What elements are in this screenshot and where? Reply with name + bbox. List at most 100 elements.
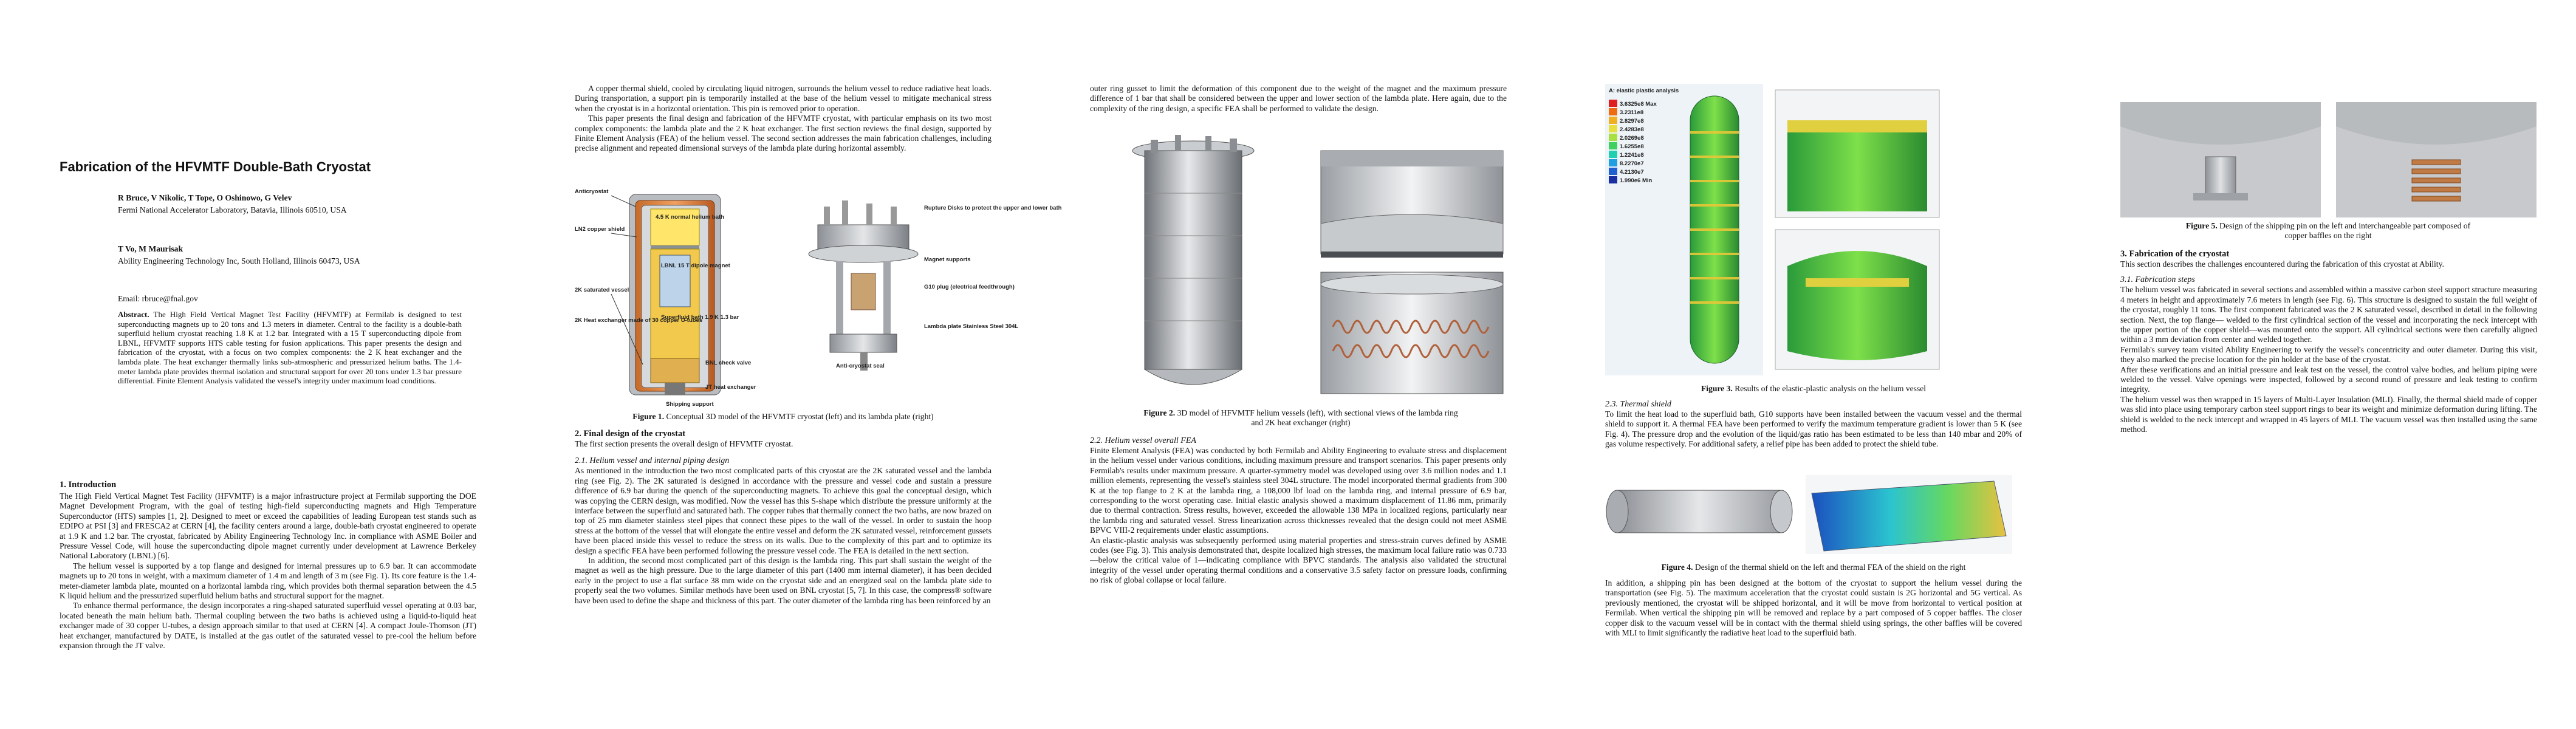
figure-3: A: elastic plastic analysis 3.6325e8 Max… — [1605, 84, 2022, 375]
figure-5-drawing — [2120, 102, 2537, 217]
legend-value: 2.4283e8 — [1620, 126, 1644, 133]
abstract-text: The High Field Vertical Magnet Test Faci… — [118, 310, 462, 386]
figure-1-drawing: 4.5 K normal helium bath LBNL 15 T dipol… — [575, 188, 1062, 408]
paragraph: Fermilab's survey team visited Ability E… — [2120, 344, 2537, 364]
affiliation-2: Ability Engineering Technology Inc, Sout… — [118, 256, 360, 266]
legend-swatch — [1609, 151, 1617, 158]
caption-text: Results of the elastic-plastic analysis … — [1732, 384, 1927, 393]
label-2k-vessel: 2K saturated vessel — [575, 287, 629, 293]
figure-5 — [2120, 102, 2537, 217]
label-dipole: LBNL 15 T dipole magnet — [661, 262, 731, 269]
caption-text: 3D model of HFVMTF helium vessels (left)… — [1175, 408, 1458, 427]
legend-value: 2.8297e8 — [1620, 118, 1644, 125]
caption-label: Figure 4. — [1661, 563, 1693, 572]
figure-1-caption: Figure 1. Conceptual 3D model of the HFV… — [575, 412, 992, 422]
figure-2-drawing — [1132, 135, 1504, 394]
subsection-heading: 3.1. Fabrication steps — [2120, 275, 2195, 285]
figure-4 — [1605, 469, 2022, 560]
legend-title: A: elastic plastic analysis — [1609, 87, 1679, 94]
legend-swatch — [1609, 159, 1617, 166]
legend-value: 4.2130e7 — [1620, 169, 1644, 176]
abstract: Abstract. The High Field Vertical Magnet… — [118, 310, 462, 386]
paragraph: An elastic-plastic analysis was subseque… — [1090, 535, 1507, 585]
figure-4-drawing — [1606, 475, 2012, 554]
label-anticryostat: Anticryostat — [575, 188, 609, 195]
caption-text: Design of the thermal shield on the left… — [1693, 563, 1966, 572]
caption-label: Figure 1. — [632, 412, 665, 421]
page-3: outer ring gusset to limit the deformati… — [1030, 0, 1546, 729]
section-2: 2. Final design of the cryostat The firs… — [575, 429, 992, 606]
caption-label: Figure 2. — [1143, 408, 1176, 417]
authors-group-1: R Bruce, V Nikolic, T Tope, O Oshinowo, … — [118, 193, 482, 216]
label-normal-bath: 4.5 K normal helium bath — [656, 214, 724, 221]
figure-2 — [1090, 126, 1507, 406]
label-shipping: Shipping support — [666, 401, 714, 408]
email: Email: rbruce@fnal.gov — [118, 294, 198, 303]
caption-label: Figure 3. — [1701, 384, 1733, 393]
legend-swatch — [1609, 134, 1617, 141]
section-2-2: 2.2. Helium vessel overall FEA Finite El… — [1090, 436, 1507, 586]
intro-paragraph-1: The High Field Vertical Magnet Test Faci… — [60, 491, 476, 561]
section-introduction: 1. Introduction The High Field Vertical … — [60, 480, 476, 651]
figure-3-drawing: A: elastic plastic analysis 3.6325e8 Max… — [1605, 84, 1940, 375]
page-5: Figure 5. Design of the shipping pin on … — [2061, 0, 2576, 729]
legend-value: 1.6255e8 — [1620, 143, 1644, 150]
paragraph: Finite Element Analysis (FEA) was conduc… — [1090, 446, 1507, 535]
legend-swatch — [1609, 117, 1617, 124]
legend-swatch — [1609, 108, 1617, 115]
paragraph: This section describes the challenges en… — [2120, 259, 2444, 269]
paragraph: The helium vessel was then wrapped in 15… — [2120, 394, 2537, 434]
affiliation-1: Fermi National Accelerator Laboratory, B… — [118, 205, 347, 215]
caption-text: Conceptual 3D model of the HFVMTF cryost… — [664, 412, 934, 421]
legend-swatch — [1609, 100, 1617, 107]
legend-value: 2.0269e8 — [1620, 135, 1644, 142]
paragraph: This paper presents the final design and… — [575, 114, 992, 153]
caption-label: Figure 5. — [2185, 221, 2218, 230]
figure-4-caption: Figure 4. Design of the thermal shield o… — [1605, 563, 2022, 572]
section-2-3: 2.3. Thermal shield To limit the heat lo… — [1605, 400, 2022, 450]
page-4: A: elastic plastic analysis 3.6325e8 Max… — [1546, 0, 2061, 729]
figure-1: 4.5 K normal helium bath LBNL 15 T dipol… — [575, 182, 1062, 410]
label-lambda-plate: Lambda plate Stainless Steel 304L — [924, 323, 1018, 330]
label-heat-exchanger: 2K Heat exchanger made of 30 copper U-tu… — [575, 317, 702, 324]
section-heading: 2. Final design of the cryostat — [575, 429, 686, 439]
legend-value: 8.2270e7 — [1620, 160, 1644, 167]
page4-final: In addition, a shipping pin has been des… — [1605, 578, 2022, 638]
section-3: 3. Fabrication of the cryostat This sect… — [2120, 249, 2537, 435]
subsection-heading: 2.3. Thermal shield — [1605, 400, 1671, 409]
intro-paragraph-2: The helium vessel is supported by a top … — [60, 561, 476, 601]
legend-scale: 3.6325e8 Max3.2311e82.8297e82.4283e82.02… — [1609, 100, 1657, 184]
paragraph: A copper thermal shield, cooled by circu… — [575, 84, 992, 113]
paragraph: In addition, the second most complicated… — [575, 556, 992, 605]
page2-intro: A copper thermal shield, cooled by circu… — [575, 84, 992, 154]
label-bnl-valve: BNL check valve — [705, 360, 751, 366]
page3-intro: outer ring gusset to limit the deformati… — [1090, 84, 1507, 114]
label-ln2-shield: LN2 copper shield — [575, 226, 625, 233]
label-rupture: Rupture Disks to protect the upper and l… — [924, 205, 1062, 211]
legend-swatch — [1609, 168, 1617, 175]
figure-3-caption: Figure 3. Results of the elastic-plastic… — [1605, 384, 2022, 394]
legend-value: 1.2241e8 — [1620, 152, 1644, 159]
section-heading: 3. Fabrication of the cryostat — [2120, 249, 2230, 259]
paragraph: outer ring gusset to limit the deformati… — [1090, 84, 1507, 113]
paper-title: Fabrication of the HFVMTF Double-Bath Cr… — [60, 159, 371, 174]
authors-group-2: T Vo, M Maurisak Ability Engineering Tec… — [118, 244, 482, 267]
abstract-label: Abstract. — [118, 310, 149, 319]
paragraph: After these verifications and an initial… — [2120, 364, 2537, 394]
paragraph: In addition, a shipping pin has been des… — [1605, 578, 2022, 638]
page-2: A copper thermal shield, cooled by circu… — [515, 0, 1062, 729]
page-1: Fabrication of the HFVMTF Double-Bath Cr… — [0, 0, 515, 729]
legend-value: 1.990e6 Min — [1620, 177, 1653, 184]
legend-swatch — [1609, 176, 1617, 183]
legend-swatch — [1609, 142, 1617, 149]
paragraph: The first section presents the overall d… — [575, 439, 793, 448]
paragraph: To limit the heat load to the superfluid… — [1605, 409, 2022, 449]
legend-value: 3.6325e8 Max — [1620, 101, 1657, 108]
section-heading: 1. Introduction — [60, 480, 117, 490]
label-g10: G10 plug (electrical feedthrough) — [924, 284, 1015, 290]
figure-5-caption: Figure 5. Design of the shipping pin on … — [2182, 221, 2474, 241]
paragraph: The helium vessel was fabricated in seve… — [2120, 285, 2537, 344]
authors-2: T Vo, M Maurisak — [118, 244, 183, 253]
paragraph: As mentioned in the introduction the two… — [575, 466, 992, 555]
label-anticryostat-seal: Anti-cryostat seal — [836, 363, 885, 369]
